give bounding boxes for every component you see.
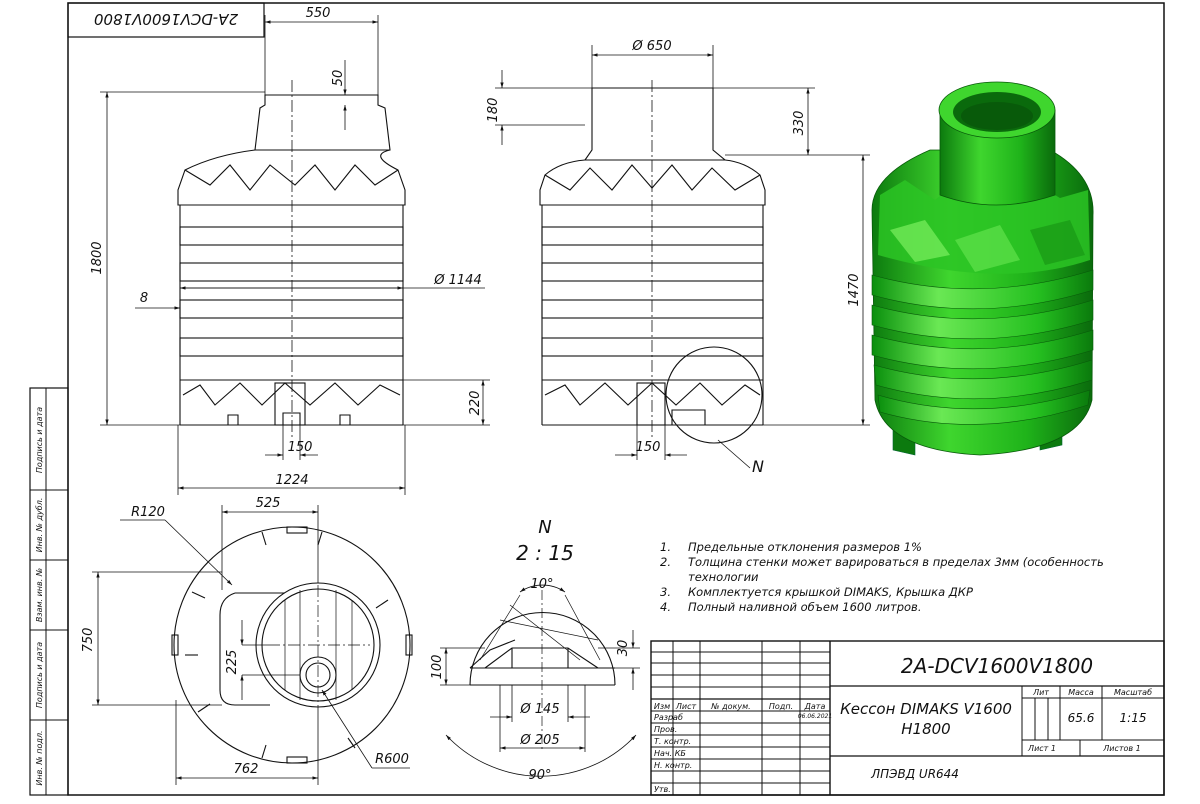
dim-225: 225 — [225, 650, 240, 675]
front-dimensions — [100, 15, 490, 495]
note-item: 3.Комплектуется крышкой DIMAKS, Крышка Д… — [660, 585, 973, 599]
title-name-line1: Кессон DIMAKS V1600 — [840, 700, 1012, 718]
callout-n: N — [752, 457, 764, 476]
dim-1224: 1224 — [275, 473, 308, 488]
row-label: Н. контр. — [654, 761, 692, 770]
note-item: 1.Предельные отклонения размеров 1% — [660, 540, 922, 554]
dim-205: Ø 205 — [519, 733, 559, 748]
row-label: Пров. — [654, 725, 677, 734]
stamp-label: Взам. инв. № — [35, 568, 44, 622]
hdr-izm: Изм — [654, 702, 670, 711]
dim-100: 100 — [430, 655, 445, 680]
note-item: 2.Толщина стенки может варироваться в пр… — [660, 555, 1104, 584]
title-block — [650, 640, 1165, 796]
scale-label: Масштаб — [1114, 688, 1152, 697]
front-view — [177, 80, 406, 440]
date-value: 06.06.2021 — [798, 713, 832, 720]
hdr-list: Лист — [675, 702, 697, 711]
dim-650: Ø 650 — [631, 39, 671, 54]
mass-label: Масса — [1068, 688, 1094, 697]
dim-r600: R600 — [375, 752, 409, 767]
dim-10deg: 10° — [530, 577, 553, 592]
dim-r120: R120 — [131, 505, 165, 520]
top-view — [171, 526, 413, 764]
row-label: Т. контр. — [654, 737, 691, 746]
dim-525: 525 — [256, 496, 281, 511]
dim-1800: 1800 — [90, 241, 105, 274]
side-dimensions — [495, 45, 870, 469]
side-stamp-column: Подпись и дата Инв. № дубл. Взам. инв. №… — [29, 387, 69, 796]
tank-3d-render — [871, 81, 1094, 456]
dim-180: 180 — [486, 98, 501, 123]
stamp-label: Инв. № дубл. — [35, 498, 44, 553]
hdr-date: Дата — [804, 702, 826, 711]
row-label: Утв. — [654, 785, 671, 794]
detail-scale: 2 : 15 — [516, 541, 574, 565]
dim-762: 762 — [234, 762, 259, 777]
stamp-label: Подпись и дата — [35, 642, 44, 708]
detail-dimensions — [440, 584, 640, 777]
dim-50: 50 — [331, 70, 346, 87]
side-view — [539, 80, 766, 444]
detail-letter: N — [538, 517, 551, 538]
dim-330: 330 — [792, 111, 807, 136]
title-name-line2: H1800 — [901, 720, 950, 738]
sheets-label: Листов 1 — [1102, 744, 1141, 753]
row-label: Разраб — [654, 713, 683, 722]
dim-550: 550 — [306, 6, 331, 21]
stamp-label: Подпись и дата — [35, 407, 44, 473]
lit-label: Лит — [1032, 688, 1049, 697]
dim-30: 30 — [616, 640, 631, 657]
hdr-sign: Подп. — [769, 702, 793, 711]
hdr-doc: № докум. — [710, 702, 750, 711]
dim-220: 220 — [468, 391, 483, 416]
dim-1144: Ø 1144 — [433, 273, 481, 288]
dim-90deg: 90° — [528, 768, 551, 783]
scale-value: 1:15 — [1120, 711, 1147, 725]
note-item: 4.Полный наливной объем 1600 литров. — [660, 600, 922, 614]
top-dimensions — [92, 505, 410, 785]
dim-150-side: 150 — [636, 440, 661, 455]
notes-list: 1.Предельные отклонения размеров 1% 2.То… — [660, 540, 1130, 615]
dim-1470: 1470 — [847, 273, 862, 306]
dim-750: 750 — [81, 628, 96, 653]
dim-145: Ø 145 — [519, 702, 559, 717]
detail-n-view — [469, 590, 616, 750]
sheet-label: Лист 1 — [1027, 744, 1056, 753]
title-code: 2A-DCV1600V1800 — [901, 654, 1093, 678]
dim-8: 8 — [140, 291, 148, 306]
code-box — [67, 2, 265, 38]
stamp-label: Инв. № подл. — [35, 730, 44, 785]
row-label: Нач. КБ — [654, 749, 686, 758]
company-label: ЛПЭВД UR644 — [870, 767, 959, 781]
drawing-code-top: 2A-DCV1600V1800 — [94, 10, 238, 28]
mass-value: 65.6 — [1068, 711, 1095, 725]
dim-150-front: 150 — [288, 440, 313, 455]
